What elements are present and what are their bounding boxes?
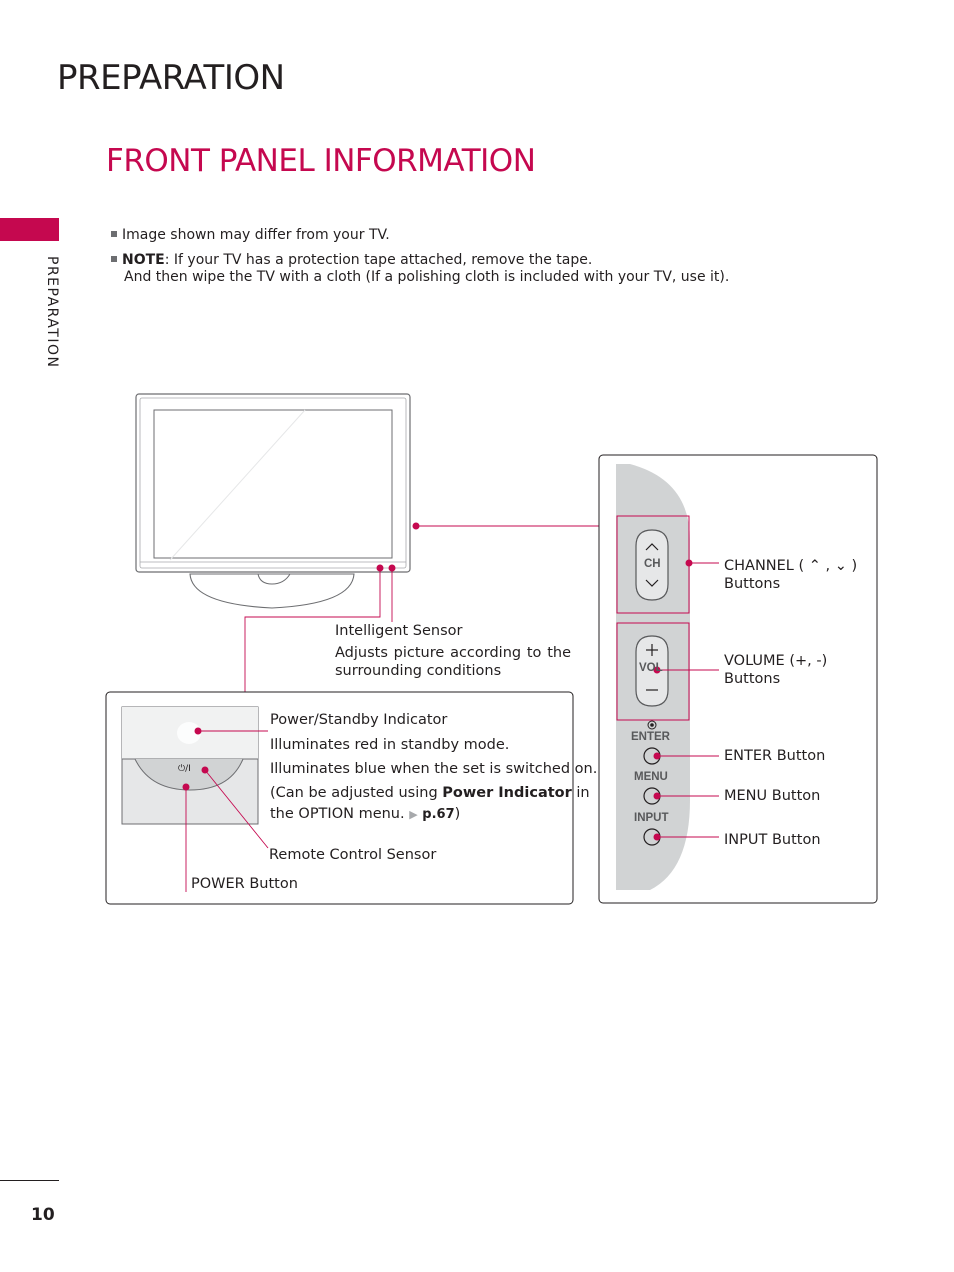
vol-label: VOL xyxy=(639,662,663,674)
volume-sub: Buttons xyxy=(724,671,781,688)
enter-button-label: ENTER Button xyxy=(724,748,826,764)
channel-sub: Buttons xyxy=(724,576,781,593)
volume-title: VOLUME (+, -) xyxy=(724,653,828,669)
enter-label: ENTER xyxy=(631,731,670,743)
note-text-2: : If your TV has a protection tape attac… xyxy=(164,252,593,268)
power-symbol-icon: ⏻/I xyxy=(178,764,191,774)
note-text-3: And then wipe the TV with a cloth (If a … xyxy=(124,269,730,285)
indicator-line-3-post: in xyxy=(576,785,590,801)
power-button-label: POWER Button xyxy=(191,876,298,892)
indicator-detail-box xyxy=(105,691,574,905)
indicator-line-1: Illuminates red in standby mode. xyxy=(270,737,510,753)
remote-sensor-label: Remote Control Sensor xyxy=(269,847,437,863)
side-tab-marker xyxy=(0,218,59,241)
channel-title: CHANNEL ( ⌃ , ⌄ ) xyxy=(724,558,858,574)
note-bullet-2: NOTE: If your TV has a protection tape a… xyxy=(111,252,592,268)
indicator-line-2: Illuminates blue when the set is switche… xyxy=(270,761,598,777)
menu-label: MENU xyxy=(634,771,668,783)
sensor-title: Intelligent Sensor xyxy=(335,623,463,639)
bullet-square-icon xyxy=(111,256,117,262)
sensor-desc: Adjusts picture according to the surroun… xyxy=(335,645,571,680)
channel-callout: CHANNEL ( ⌃ , ⌄ ) Buttons xyxy=(724,557,857,593)
side-section-label: PREPARATION xyxy=(44,256,60,369)
page-title: PREPARATION xyxy=(57,58,285,98)
section-title: FRONT PANEL INFORMATION xyxy=(106,143,536,179)
tv-stand xyxy=(189,573,355,609)
ch-label: CH xyxy=(644,558,661,570)
indicator-title: Power/Standby Indicator xyxy=(270,712,448,728)
note-text-1: Image shown may differ from your TV. xyxy=(122,227,390,243)
note-label: NOTE xyxy=(122,252,165,268)
indicator-line-3-pre: (Can be adjusted using xyxy=(270,785,438,801)
footer-rule xyxy=(0,1180,59,1181)
tv-screen xyxy=(153,409,393,559)
side-panel-box xyxy=(598,454,878,904)
vol-rocker xyxy=(635,635,669,707)
bullet-square-icon xyxy=(111,231,117,237)
indicator-line-4-pre: the OPTION menu. xyxy=(270,806,405,822)
input-label: INPUT xyxy=(634,812,669,824)
ch-rocker xyxy=(635,529,669,601)
arrow-right-icon: ▶ xyxy=(409,808,418,821)
page-reference-link[interactable]: p.67 xyxy=(422,807,455,822)
page-number: 10 xyxy=(31,1205,55,1225)
note-bullet-1: Image shown may differ from your TV. xyxy=(111,227,390,243)
indicator-line-4-close: ) xyxy=(454,806,461,822)
indicator-line-4: the OPTION menu. ▶ p.67) xyxy=(270,805,460,823)
power-indicator-keyword: Power Indicator xyxy=(442,785,572,801)
volume-callout: VOLUME (+, -) Buttons xyxy=(724,652,827,688)
menu-button-label: MENU Button xyxy=(724,788,821,804)
indicator-line-3: (Can be adjusted using Power Indicator i… xyxy=(270,784,590,802)
input-button-label: INPUT Button xyxy=(724,832,821,848)
